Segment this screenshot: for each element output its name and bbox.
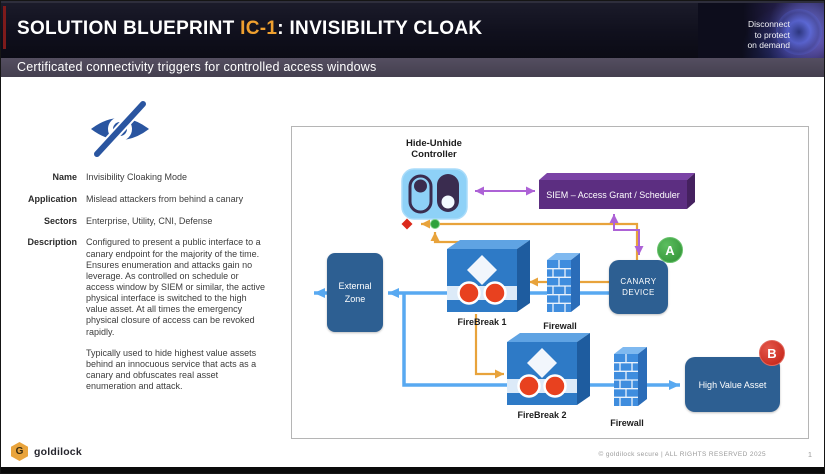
- controller-label: Hide-Unhide Controller: [406, 138, 462, 161]
- firewall2-label: Firewall: [610, 418, 644, 428]
- description-label: Description: [27, 237, 77, 248]
- brand-logo: G goldilock: [11, 442, 82, 461]
- description-value: Configured to present a public interface…: [86, 237, 268, 402]
- firebreak2-cube-icon: [507, 333, 590, 405]
- subtitle-bar: Certificated connectivity triggers for c…: [1, 58, 824, 77]
- tagline-line: Disconnect: [747, 19, 790, 29]
- firewall2-icon: [614, 347, 647, 406]
- title-suffix: : INVISIBILITY CLOAK: [277, 18, 483, 39]
- tagline-line: on demand: [747, 40, 790, 51]
- title-prefix: SOLUTION BLUEPRINT: [17, 18, 241, 39]
- diagram-canvas: [314, 168, 695, 406]
- siem-links: [475, 186, 644, 255]
- firebreak1-label: FireBreak 1: [457, 317, 507, 327]
- name-value: Invisibility Cloaking Mode: [86, 172, 188, 182]
- high-value-asset-box: High Value Asset: [685, 357, 780, 412]
- description-paragraph-1: Configured to present a public interface…: [86, 237, 266, 337]
- firebreak1-cube-icon: [447, 240, 530, 312]
- siem-server-icon: [539, 173, 695, 209]
- red-diamond-indicator: [401, 218, 413, 230]
- badge-a: A: [657, 237, 683, 263]
- application-value: Mislead attackers from behind a canary: [86, 193, 244, 204]
- info-row-description: Description Configured to present a publ…: [1, 237, 289, 402]
- brand-tagline: Disconnect to protect on demand: [747, 19, 790, 51]
- copyright-text: © goldilock secure | ALL RIGHTS RESERVED…: [598, 451, 766, 458]
- hidden-eye-icon: [87, 99, 153, 166]
- firewall1-icon: [547, 253, 580, 312]
- badge-b: B: [759, 340, 785, 366]
- slide-header: SOLUTION BLUEPRINT IC-1: INVISIBILITY CL…: [1, 1, 824, 60]
- tagline-line: to protect: [754, 29, 790, 40]
- brand-name: goldilock: [34, 445, 82, 458]
- sectors-label: Sectors: [43, 215, 77, 226]
- description-paragraph-2: Typically used to hide highest value ass…: [86, 347, 257, 392]
- siem-label: SIEM – Access Grant / Scheduler: [546, 189, 680, 200]
- page-title: SOLUTION BLUEPRINT IC-1: INVISIBILITY CL…: [17, 18, 482, 40]
- goldilock-hexagon-icon: G: [11, 442, 28, 461]
- sectors-value: Enterprise, Utility, CNI, Defense: [86, 215, 213, 226]
- application-label: Application: [28, 193, 77, 204]
- bottom-border-bar: [1, 467, 824, 473]
- swirl-graphic: Disconnect to protect on demand: [698, 3, 824, 60]
- page-number: 1: [807, 450, 812, 459]
- toggle-controller-icon: [401, 168, 468, 220]
- external-zone-box: External Zone: [327, 253, 383, 332]
- title-code: IC-1: [240, 18, 278, 39]
- subtitle-text: Certificated connectivity triggers for c…: [17, 60, 377, 74]
- info-row-sectors: Sectors Enterprise, Utility, CNI, Defens…: [1, 216, 289, 227]
- info-row-application: Application Mislead attackers from behin…: [1, 194, 289, 205]
- firebreak2-label: FireBreak 2: [517, 410, 567, 420]
- name-label: Name: [52, 172, 77, 182]
- diagram-panel: Hide-Unhide Controller SIEM – Access Gra…: [291, 126, 809, 439]
- header-accent-stripe: [3, 6, 6, 49]
- swirl-icon: [776, 9, 822, 55]
- firewall1-label: Firewall: [543, 321, 577, 331]
- info-row-name: Name Invisibility Cloaking Mode: [1, 172, 289, 183]
- info-panel: Name Invisibility Cloaking Mode Applicat…: [1, 172, 289, 413]
- green-dot-indicator: [430, 219, 440, 229]
- canary-device-box: CANARY DEVICE: [609, 260, 668, 314]
